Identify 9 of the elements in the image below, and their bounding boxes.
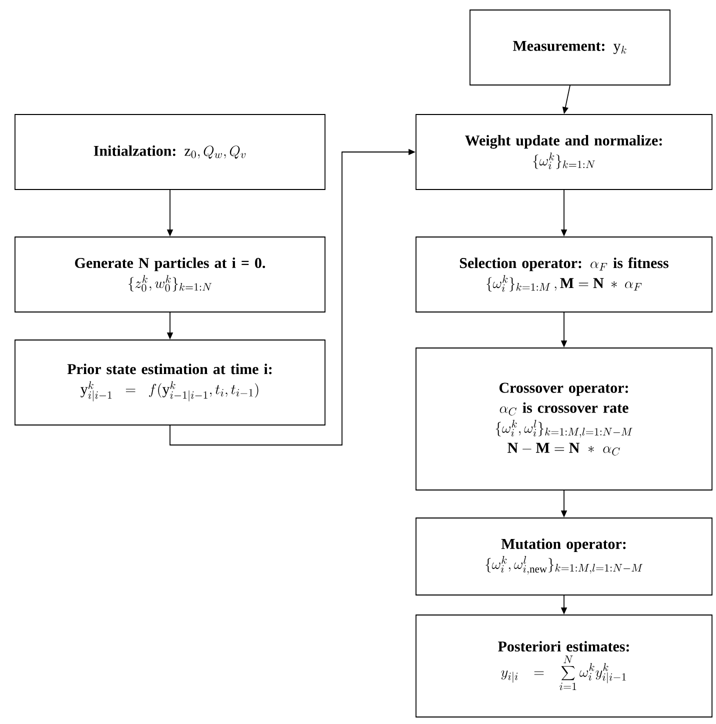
process-box: Measurement: $\mathrm{y}_k$ xyxy=(470,10,670,86)
process-box: Weight update and normalize: $\{\omega_i^k\}_{k=1:N}$ xyxy=(416,114,712,190)
process-box: Mutation operator: $\{\omega_i^k, \omega_{i,\mathrm{new}}^l\}_{k=1:M, l=1:N-M}$ xyxy=(416,518,712,596)
process-box: Prior state estimation at time i: $\mathrm{y}^k_{i|i-1} = f(\mathrm{y}^k_{i-1|i-1}, t_i, t_{i-1})$ xyxy=(14,340,326,426)
process-box: Generate N particles at i = 0. $\{z_0^k, w_0^k\}_{k=1:N}$ xyxy=(14,236,326,312)
process-box: Posteriori estimates: $y_{i|i} = \sum_{i=1}^{N} \omega_i^k y_{i|i-1}^k$ xyxy=(416,614,712,718)
process-box: Crossover operator: $\alpha_C$ is crossover rate $\{\omega_i^k, \omega_i^l\}_{k=1:M, l=1:N-M}$ $\mathbf{N - M = N} *\alpha_C$ xyxy=(416,348,712,490)
process-box: Initialzation: $\mathrm{z}_0, Q_w, Q_v$ xyxy=(14,114,326,190)
process-box: Selection operator: $\alpha_F$ is fitness $\{\omega_i^k\}_{k=1:M}\,, \mathbf{M = N} *\alpha_F$ xyxy=(416,236,712,312)
